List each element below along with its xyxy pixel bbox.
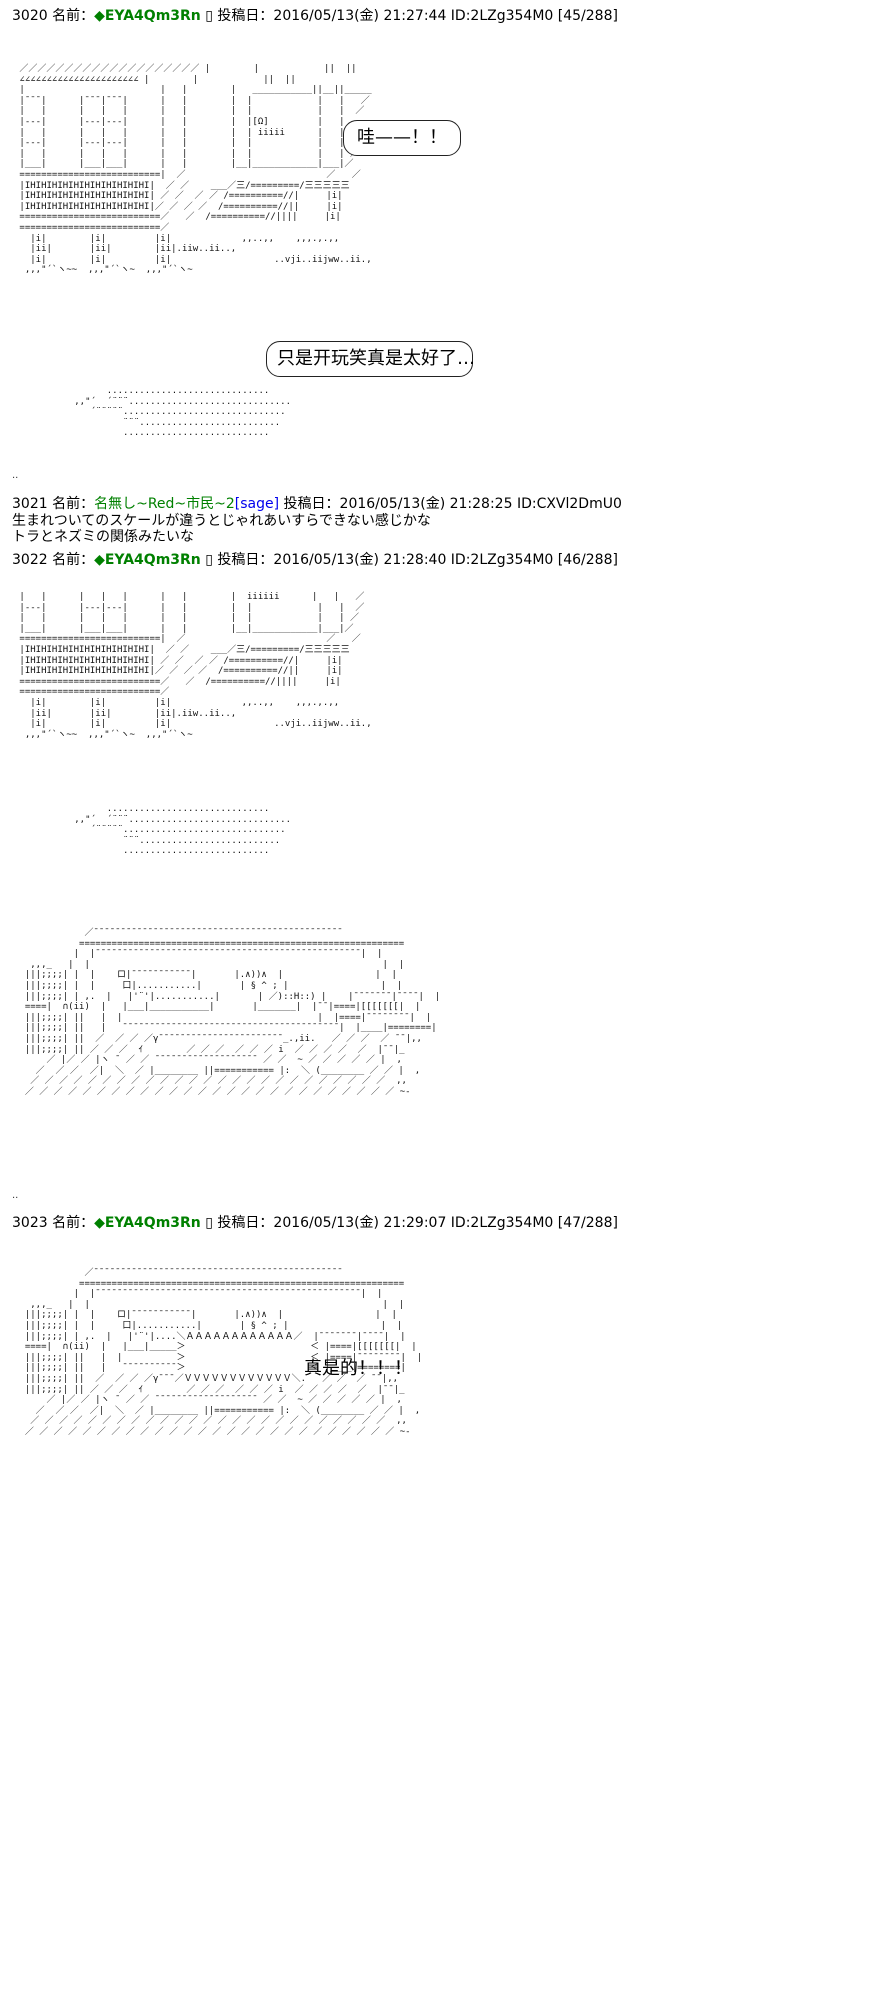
post-meta: 投稿日：2016/05/13(金) 21:27:44 ID:2LZg354M0 … xyxy=(217,8,618,24)
name-label: 名前： xyxy=(52,552,95,568)
post-meta: 投稿日：2016/05/13(金) 21:28:40 ID:2LZg354M0 … xyxy=(217,552,618,568)
ascii-art-room: ／¯¯¯¯¯¯¯¯¯¯¯¯¯¯¯¯¯¯¯¯¯¯¯¯¯¯¯¯¯¯¯¯¯¯¯¯¯¯¯… xyxy=(24,928,441,1097)
ascii-art-room: ／¯¯¯¯¯¯¯¯¯¯¯¯¯¯¯¯¯¯¯¯¯¯¯¯¯¯¯¯¯¯¯¯¯¯¯¯¯¯¯… xyxy=(24,1268,423,1437)
ascii-art-scene: | | | | | | | | iiiiii | | ／ |---| |---|… xyxy=(19,592,372,740)
name-label: 名前： xyxy=(52,1215,95,1231)
box-icon: ▯ xyxy=(205,552,213,568)
box-icon: ▯ xyxy=(205,8,213,24)
post-header: 3021 名前：名無し~Red~市民~2[sage] 投稿日：2016/05/1… xyxy=(12,496,622,513)
separator: .. xyxy=(12,470,19,481)
box-icon: ▯ xyxy=(205,1215,213,1231)
post-number: 3020 xyxy=(12,8,48,24)
speech-bubble: 真是的！！！ xyxy=(304,1358,412,1379)
poster-trip[interactable]: ◆EYA4Qm3Rn xyxy=(94,1215,201,1231)
post-body: 生まれついてのスケールが違うとじゃれあいすらできない感じかな トラとネズミの関係… xyxy=(12,513,431,545)
ascii-art-shadow: .............................. ,,"´ ´¨¨¨… xyxy=(74,804,291,857)
post-header: 3022 名前：◆EYA4Qm3Rn ▯ 投稿日：2016/05/13(金) 2… xyxy=(12,552,618,569)
post-meta: 投稿日：2016/05/13(金) 21:29:07 ID:2LZg354M0 … xyxy=(217,1215,618,1231)
poster-name[interactable]: 名無し~Red~市民~2 xyxy=(94,496,235,512)
poster-trip[interactable]: ◆EYA4Qm3Rn xyxy=(94,552,201,568)
name-label: 名前： xyxy=(52,496,95,512)
speech-bubble: 哇——！！ xyxy=(343,120,461,156)
ascii-art-shadow: .............................. ,,"´ ´¨¨¨… xyxy=(74,386,291,439)
sage-link[interactable]: [sage] xyxy=(234,496,280,512)
post-number: 3022 xyxy=(12,552,48,568)
body-line: トラとネズミの関係みたいな xyxy=(12,529,194,545)
post-meta: 投稿日：2016/05/13(金) 21:28:25 ID:CXVl2DmU0 xyxy=(283,496,622,512)
post-number: 3023 xyxy=(12,1215,48,1231)
name-label: 名前： xyxy=(52,8,95,24)
ascii-art-scene: ／／／／／／／／／／／／／／／／／／／／ | | || || ∠∠∠∠∠∠∠∠∠… xyxy=(19,64,372,276)
speech-bubble: 只是开玩笑真是太好了… xyxy=(266,341,475,377)
separator: .. xyxy=(12,1190,19,1201)
body-line: 生まれついてのスケールが違うとじゃれあいすらできない感じかな xyxy=(12,513,431,529)
post-header: 3020 名前：◆EYA4Qm3Rn ▯ 投稿日：2016/05/13(金) 2… xyxy=(12,8,618,25)
post-number: 3021 xyxy=(12,496,48,512)
poster-trip[interactable]: ◆EYA4Qm3Rn xyxy=(94,8,201,24)
post-header: 3023 名前：◆EYA4Qm3Rn ▯ 投稿日：2016/05/13(金) 2… xyxy=(12,1215,618,1232)
